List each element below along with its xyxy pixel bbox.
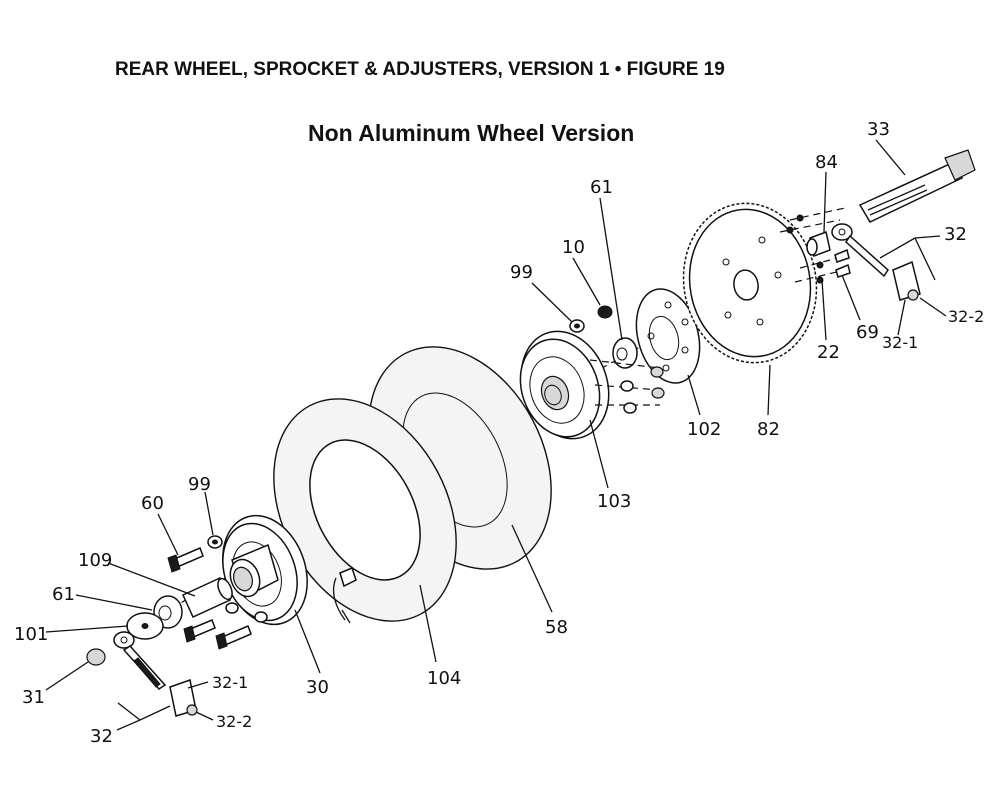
- washer-99-left: [207, 535, 223, 549]
- spacer-84: [806, 230, 831, 258]
- callout-104: 104: [427, 668, 461, 689]
- callout-32-1-right: 32-1: [882, 333, 918, 352]
- hub-nuts-washers: [589, 359, 665, 414]
- callout-109: 109: [78, 550, 112, 571]
- spacer-tube-109: [182, 577, 233, 618]
- sprocket-bolts-69: [779, 207, 851, 284]
- nut-32-2-right: [907, 289, 919, 301]
- callout-101: 101: [14, 624, 48, 645]
- hub-bolts-left: [183, 602, 268, 650]
- washer-99-top: [569, 319, 585, 333]
- callout-103: 103: [597, 491, 631, 512]
- callout-99-top: 99: [510, 262, 533, 283]
- callout-30: 30: [306, 677, 329, 698]
- bearing-61-top: [612, 337, 638, 369]
- callout-82: 82: [757, 419, 780, 440]
- callout-labels: 33 84 61 10 99 32 32-2 32-1 69 22 82 102…: [14, 119, 984, 747]
- callout-69: 69: [856, 322, 879, 343]
- wheel-half-103: [519, 330, 610, 440]
- callout-32-2-right: 32-2: [948, 307, 984, 326]
- bolt-60: [167, 547, 204, 573]
- figure-title: REAR WHEEL, SPROCKET & ADJUSTERS, VERSIO…: [115, 59, 725, 80]
- callout-32-right: 32: [944, 224, 967, 245]
- callout-61-left: 61: [52, 584, 75, 605]
- hub-plate-102: [635, 288, 701, 384]
- sprocket-82: [682, 202, 818, 364]
- callout-58: 58: [545, 617, 568, 638]
- nut-31: [86, 648, 106, 666]
- callout-32-1-left: 32-1: [212, 673, 248, 692]
- adjuster-32-left: [113, 631, 198, 717]
- callout-31: 31: [22, 687, 45, 708]
- diagram-subtitle: Non Aluminum Wheel Version: [308, 120, 634, 146]
- nut-10: [597, 305, 613, 319]
- callout-102: 102: [687, 419, 721, 440]
- callout-60: 60: [141, 493, 164, 514]
- callout-10: 10: [562, 237, 585, 258]
- leader-lines: [45, 139, 947, 731]
- callout-99-left: 99: [188, 474, 211, 495]
- callout-61-top: 61: [590, 177, 613, 198]
- nut-32-2-left: [186, 704, 198, 716]
- callout-22: 22: [817, 342, 840, 363]
- callout-32-left: 32: [90, 726, 113, 747]
- wheel-half-30: [222, 514, 308, 626]
- callout-32-2-left: 32-2: [216, 712, 252, 731]
- tire-104: [273, 398, 457, 624]
- bolt-33: [858, 149, 976, 223]
- callout-33: 33: [867, 119, 890, 140]
- callout-84: 84: [815, 152, 838, 173]
- valve-stem: [332, 577, 346, 621]
- adjuster-32-right: [831, 223, 921, 301]
